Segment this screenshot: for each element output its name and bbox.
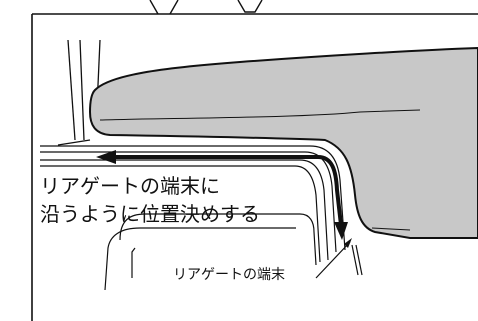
inner-outlines bbox=[104, 213, 317, 291]
leader-line bbox=[315, 238, 352, 279]
main-instruction: リアゲートの端末に 沿うように位置決めする bbox=[40, 176, 260, 232]
rear-gate-end-outline bbox=[40, 145, 363, 276]
gray-part bbox=[88, 46, 478, 239]
frame bbox=[31, 13, 478, 321]
main-instruction-line1: リアゲートの端末に bbox=[40, 174, 220, 198]
top-fragments bbox=[149, 0, 263, 15]
part-highlight bbox=[99, 109, 421, 231]
main-instruction-line2: 沿うように位置決めする bbox=[40, 202, 260, 226]
rear-gate-end-label: リアゲートの端末 bbox=[173, 267, 285, 283]
positioning-arrow bbox=[96, 150, 348, 240]
